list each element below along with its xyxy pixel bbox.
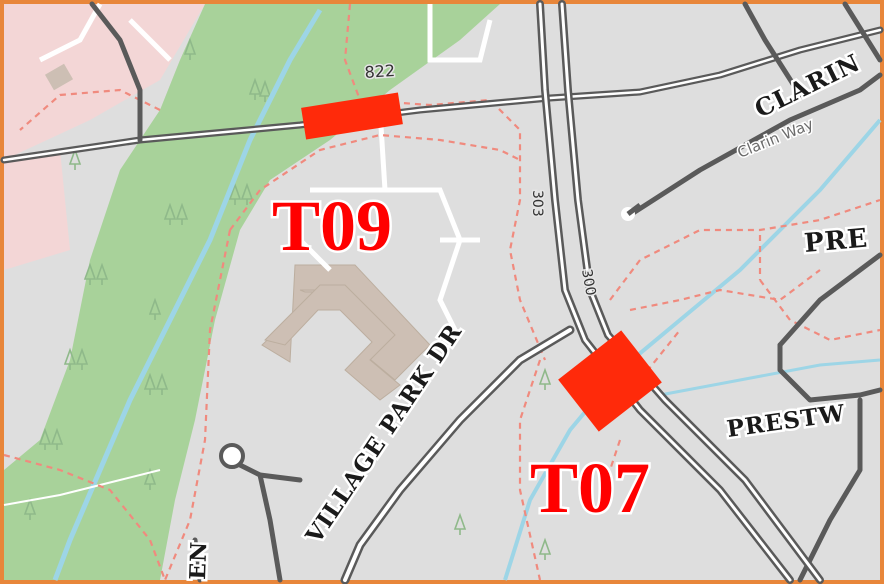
residential-area-left [4, 150, 70, 270]
building-l [264, 284, 401, 401]
road-culdesac-east [626, 203, 642, 216]
marker-t07[interactable] [558, 330, 662, 432]
culdesac-west [219, 443, 245, 469]
building-small [44, 63, 74, 91]
stream-east [503, 118, 882, 581]
footpaths [3, 3, 881, 581]
road-prestwick-top [777, 252, 883, 348]
road-bottom-left-b [257, 472, 303, 483]
road-village-park [343, 328, 572, 582]
road-main-ew-inner [2, 28, 882, 162]
route-label-822: 822 [364, 61, 396, 82]
park-area [4, 4, 500, 580]
road-prestwick-bottom [777, 342, 883, 403]
road-clarin-way [627, 72, 883, 218]
road-ne-branch [742, 1, 803, 98]
road-bottom-left [227, 457, 283, 583]
road-label-bottom-left: EN [185, 540, 212, 580]
park-trees [23, 37, 552, 560]
road-label-prestwick-top: PRE [803, 224, 869, 259]
stream-park [52, 8, 323, 581]
route-label-300: 300 [578, 268, 598, 297]
stream-west [3, 469, 161, 506]
road-dual-carriageway [536, 0, 824, 584]
route-label-303: 303 [529, 190, 545, 217]
marker-label-t07: T07 [530, 448, 650, 528]
road-north-left [89, 1, 143, 143]
service-roads [38, 2, 493, 332]
road-east-curve [797, 397, 863, 583]
road-bottom-c [192, 537, 203, 583]
road-ne-right [842, 1, 883, 63]
marker-t09[interactable] [301, 92, 403, 140]
marker-label-t09: T09 [272, 186, 392, 266]
